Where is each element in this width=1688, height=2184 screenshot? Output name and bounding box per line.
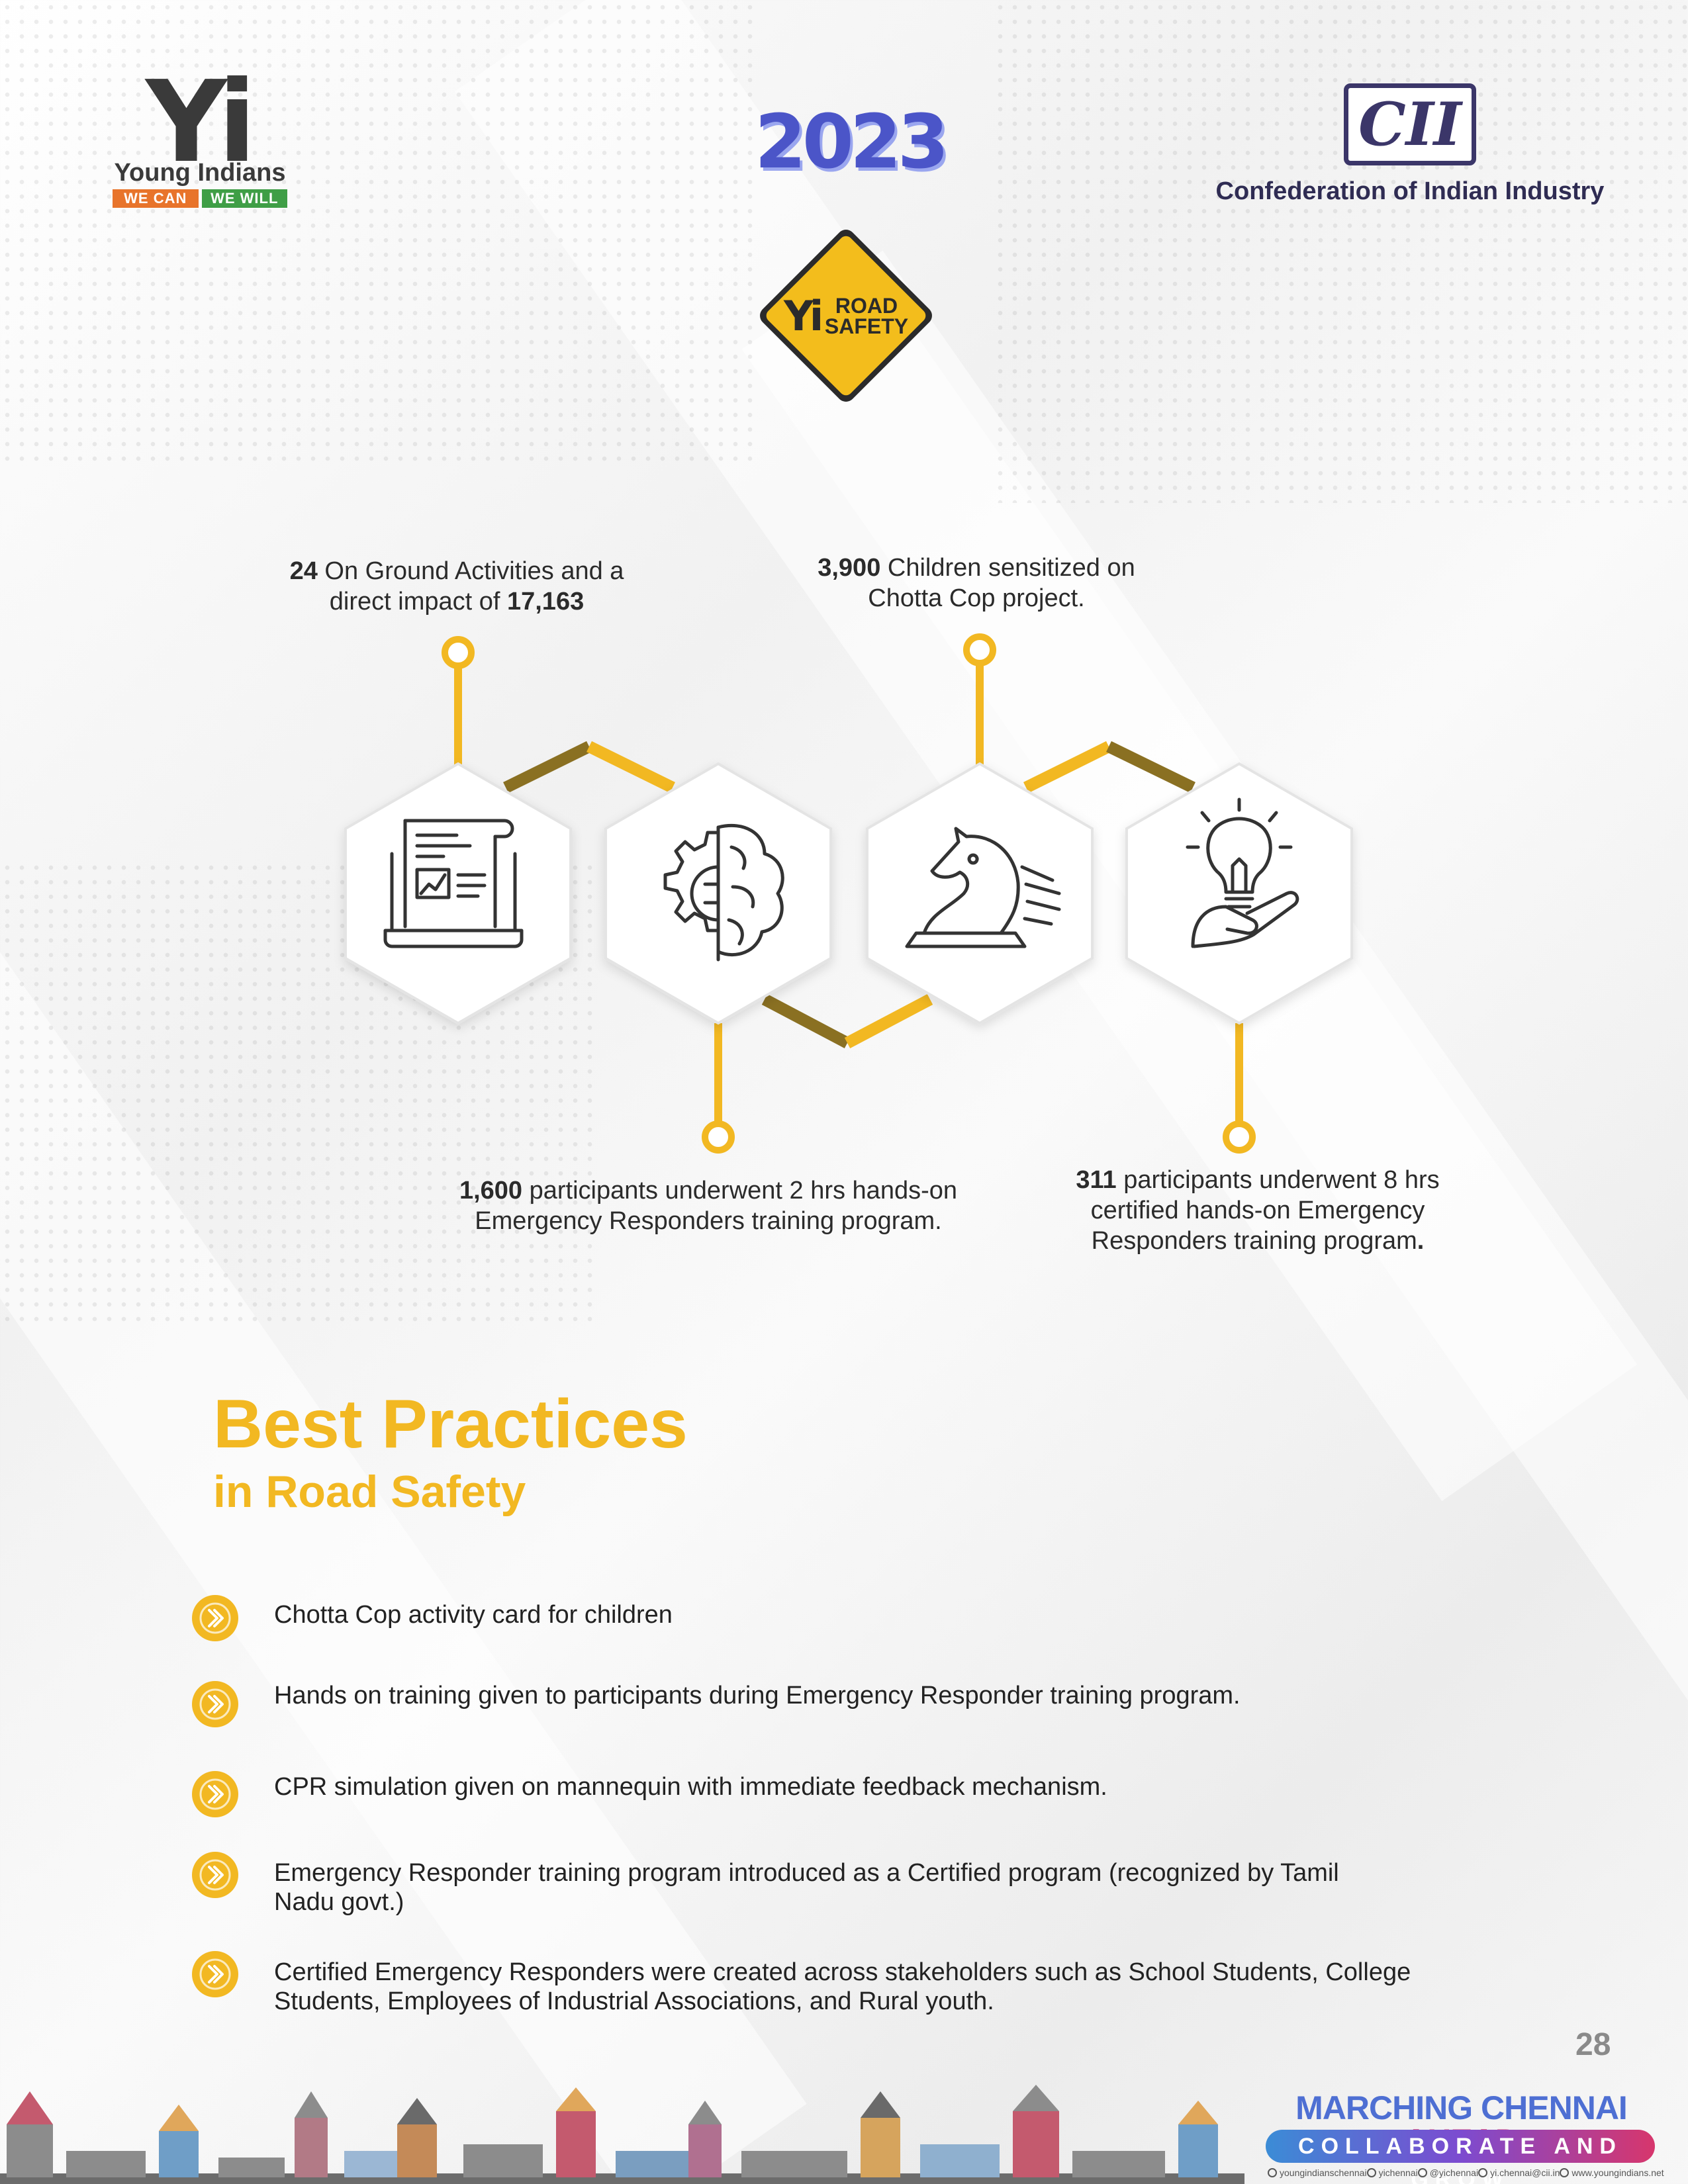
yi-tagline-left: WE CAN bbox=[113, 189, 199, 208]
connector-chevron bbox=[844, 994, 933, 1048]
website-link[interactable]: www.youngindians.net bbox=[1560, 2165, 1664, 2180]
connector-chevron bbox=[586, 741, 675, 794]
facebook-link[interactable]: youngindianschennai bbox=[1268, 2165, 1367, 2180]
footer-tagline: COLLABORATE AND GROW bbox=[1266, 2130, 1655, 2184]
page-number: 28 bbox=[1575, 2027, 1611, 2062]
stat-value: 311 bbox=[1076, 1166, 1117, 1194]
connector-chevron bbox=[503, 741, 592, 794]
twitter-link[interactable]: @yichennai bbox=[1417, 2165, 1478, 2180]
cii-logo-name: Confederation of Indian Industry bbox=[1215, 177, 1605, 205]
chevron-right-icon bbox=[192, 1852, 238, 1898]
hexagon-card-1 bbox=[344, 762, 572, 1025]
stat-text: certified hands-on Emergency bbox=[1090, 1197, 1425, 1224]
connector-pin bbox=[702, 1023, 735, 1154]
newspaper-laptop-icon bbox=[383, 819, 524, 948]
stat-8hr-certified-training: 311 participants underwent 8 hrs certifi… bbox=[1033, 1165, 1483, 1256]
connector-pin bbox=[1223, 1023, 1256, 1154]
year-badge: 2023 bbox=[755, 99, 949, 185]
yi-logo-tagline: WE CAN WE WILL bbox=[113, 189, 287, 208]
chennai-skyline-illustration bbox=[0, 2085, 1244, 2184]
stat-text: Children sensitized on bbox=[880, 554, 1135, 582]
connector-chevron bbox=[1023, 741, 1111, 794]
connector-pin bbox=[963, 633, 996, 765]
instagram-link[interactable]: yichennai bbox=[1366, 2165, 1418, 2180]
list-item-text: Hands on training given to participants … bbox=[274, 1682, 1241, 1709]
footer-social-links: youngindianschennai yichennai @yichennai… bbox=[1268, 2165, 1664, 2180]
chevron-right-icon bbox=[192, 1771, 238, 1817]
stat-text: direct impact of bbox=[329, 588, 507, 615]
road-safety-sign: Yi ROAD SAFETY bbox=[760, 230, 932, 402]
best-practices-subtitle: in Road Safety bbox=[213, 1467, 526, 1517]
chevron-right-icon bbox=[192, 1681, 238, 1727]
road-safety-stats-diagram bbox=[344, 633, 1353, 1154]
stat-text: participants underwent 2 hrs hands-on bbox=[522, 1177, 958, 1205]
email-link[interactable]: yi.chennai@cii.in bbox=[1478, 2165, 1560, 2180]
list-item-text: Certified Emergency Responders were crea… bbox=[274, 1958, 1411, 2015]
road-safety-sign-line1: ROAD bbox=[835, 294, 898, 318]
young-indians-logo: Yi Young Indians WE CAN WE WILL bbox=[106, 66, 291, 212]
globe-icon bbox=[1560, 2168, 1570, 2177]
hexagon-card-4 bbox=[1125, 762, 1353, 1025]
list-item-text: Chotta Cop activity card for children bbox=[274, 1601, 673, 1629]
best-practices-title: Best Practices bbox=[213, 1386, 688, 1463]
lightbulb-hand-icon bbox=[1186, 797, 1299, 948]
chevron-right-icon bbox=[192, 1951, 238, 1997]
stat-text-end: . bbox=[1417, 1227, 1425, 1255]
background-dots bbox=[993, 0, 1688, 503]
stat-children-sensitized: 3,900 Children sensitized on Chotta Cop … bbox=[781, 553, 1172, 614]
stat-text: participants underwent 8 hrs bbox=[1116, 1166, 1440, 1194]
hexagon-card-2 bbox=[604, 762, 832, 1025]
stat-text: Chotta Cop project. bbox=[868, 584, 1085, 612]
list-item-text: Emergency Responder training program int… bbox=[274, 1859, 1339, 1916]
hexagon-card-3 bbox=[866, 762, 1094, 1025]
stat-text: Responders training program bbox=[1091, 1227, 1417, 1255]
cii-logo-mark: CII bbox=[1344, 83, 1476, 165]
yi-logo-mark: Yi bbox=[146, 57, 256, 188]
yi-tagline-right: WE WILL bbox=[201, 189, 287, 208]
stat-value: 17,163 bbox=[506, 588, 585, 615]
email-icon bbox=[1478, 2168, 1488, 2177]
stat-value: 1,600 bbox=[459, 1177, 523, 1205]
twitter-icon bbox=[1417, 2168, 1427, 2177]
road-safety-sign-mark: Yi bbox=[783, 292, 821, 340]
stat-2hr-training: 1,600 participants underwent 2 hrs hands… bbox=[410, 1175, 1006, 1236]
chevron-right-icon bbox=[192, 1595, 238, 1641]
stat-value: 24 bbox=[289, 557, 318, 585]
road-safety-sign-line2: SAFETY bbox=[825, 314, 908, 338]
stat-value: 3,900 bbox=[818, 554, 881, 582]
brain-gear-icon bbox=[663, 823, 784, 962]
connector-chevron bbox=[761, 994, 851, 1048]
connector-chevron bbox=[1106, 741, 1196, 794]
yi-logo-name: Young Indians bbox=[114, 159, 286, 187]
facebook-icon bbox=[1268, 2168, 1277, 2177]
stat-text: Emergency Responders training program. bbox=[475, 1207, 942, 1235]
background-dots bbox=[0, 0, 761, 463]
footer-title-a: MARCHING CHENNAI bbox=[1295, 2089, 1628, 2126]
instagram-icon bbox=[1366, 2168, 1376, 2177]
chess-knight-icon bbox=[905, 827, 1061, 948]
stat-ground-activities: 24 On Ground Activities and a direct imp… bbox=[252, 556, 662, 617]
connector-pin bbox=[442, 636, 475, 765]
list-item-text: CPR simulation given on mannequin with i… bbox=[274, 1773, 1107, 1801]
stat-text: On Ground Activities and a bbox=[317, 557, 624, 585]
